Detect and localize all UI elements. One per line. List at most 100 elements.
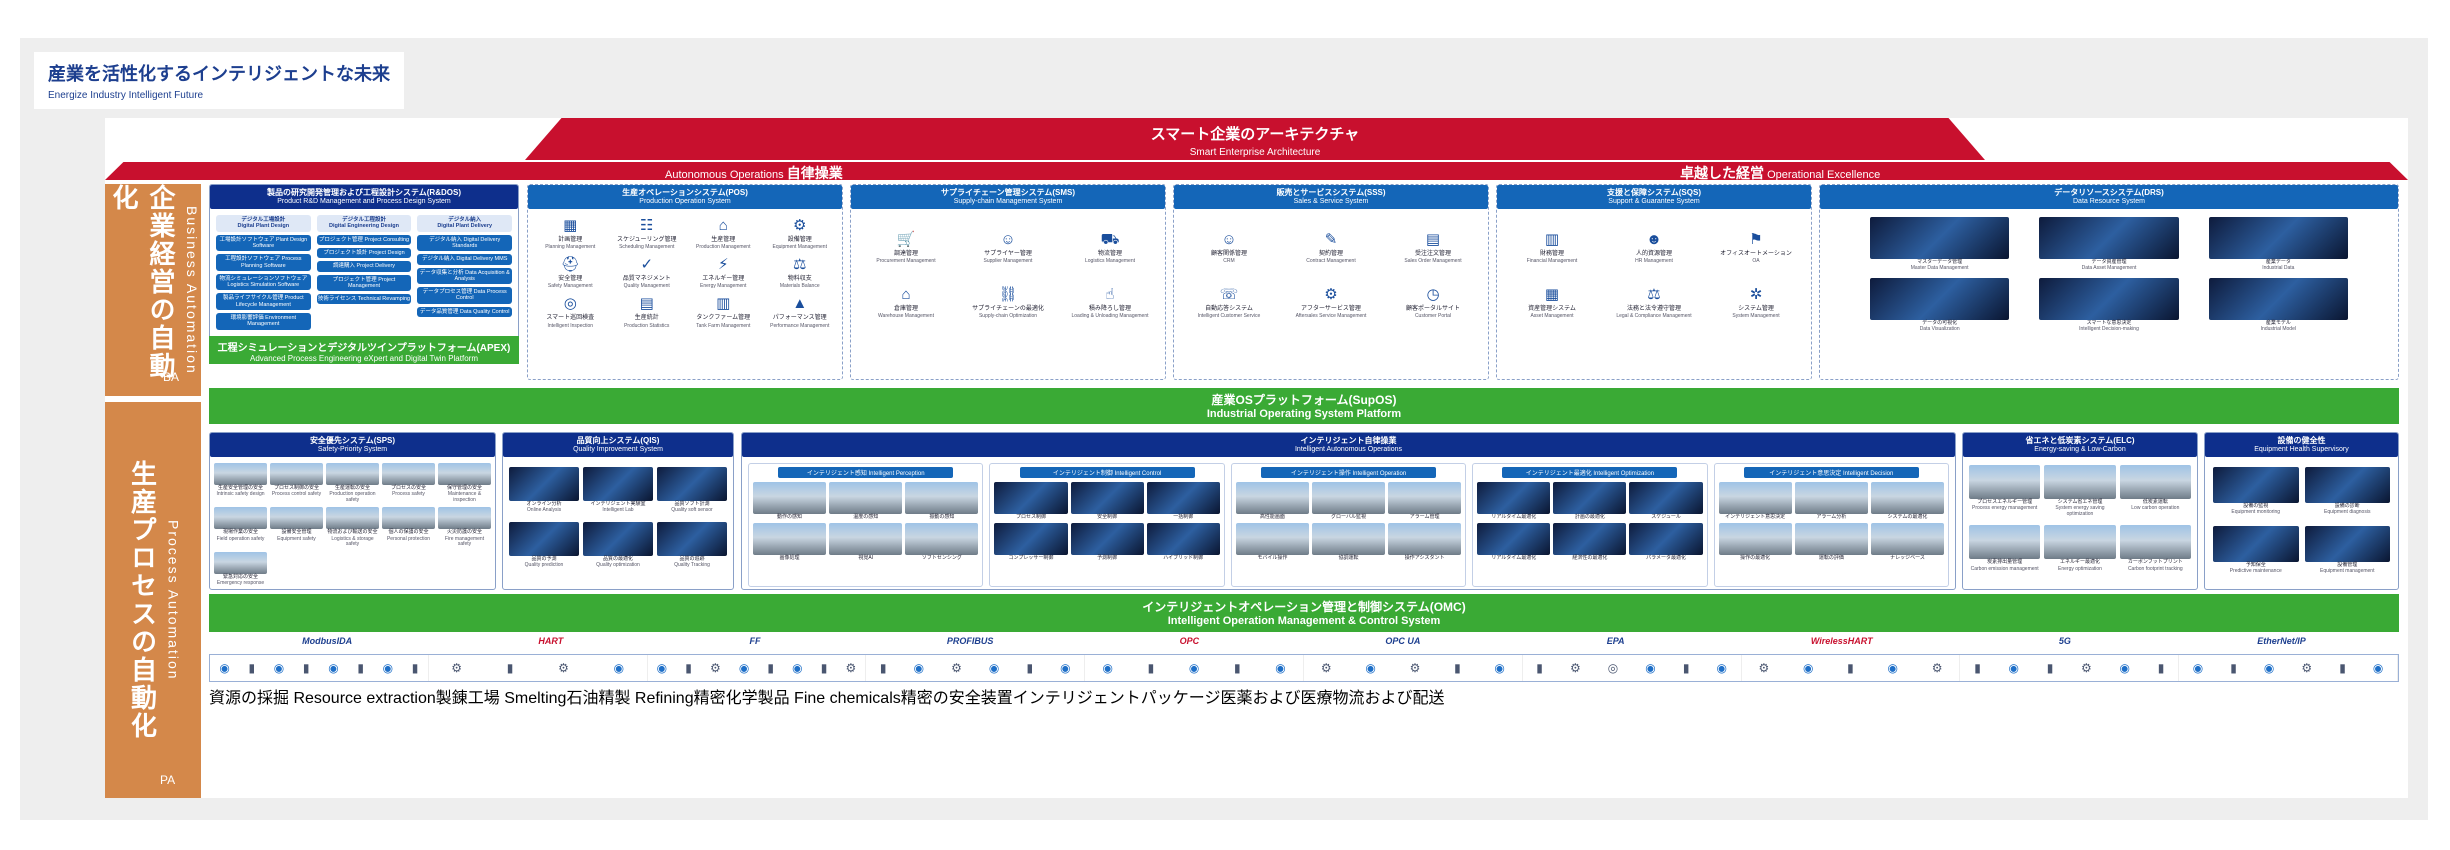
ias-item[interactable]: 経済性の最適化 [1553, 523, 1627, 562]
rdos-item[interactable]: 製品ライフサイクル管理 Product Lifecycle Management [216, 293, 311, 311]
rdos-item[interactable]: データ品質管理 Data Quality Control [417, 306, 513, 318]
ias-item[interactable]: パラメータ最適化 [1629, 523, 1703, 562]
ias-item[interactable]: 画像処理 [753, 523, 827, 562]
ias-item[interactable]: 一括制御 [1146, 481, 1220, 521]
rdos-item[interactable]: デジタル納入 Digital Delivery Standards [417, 234, 513, 252]
rdos-item[interactable]: 物流シミュレーションソフトウェア Logistics Simulation So… [216, 273, 311, 291]
rdos-item[interactable]: プロジェクト管理 Project Consulting [316, 234, 412, 245]
rdos-item[interactable]: 技術ライセンス Technical Revamping [316, 294, 412, 305]
ias-item[interactable]: プロセス制御 [994, 481, 1068, 521]
rdos-item[interactable]: 調達購入 Project Delivery [316, 261, 412, 272]
ias-item[interactable]: 高性能画面 [1235, 481, 1309, 521]
rdos-item[interactable]: データプロセス管理 Data Process Control [417, 287, 513, 304]
ias-item[interactable]: アラーム分析 [1794, 481, 1868, 521]
ias-item[interactable]: コンプレッサー制御 [994, 523, 1068, 562]
ias-item[interactable]: 操作アシスタント [1388, 523, 1462, 562]
rdos-item[interactable]: デジタル納入 Digital Delivery MMS [417, 254, 513, 265]
rdos-item[interactable]: データ収集と分析 Data Acquisition & Analysis [417, 267, 513, 285]
ias-item[interactable]: システムの最適化 [1870, 481, 1945, 521]
ias-item[interactable]: インテリジェント意思決定 [1718, 481, 1792, 521]
ias-item[interactable]: ソフトセンシング [905, 523, 979, 562]
ias-item[interactable]: 動作の感知 [753, 481, 827, 521]
ias-item[interactable]: モバイル操作 [1235, 523, 1309, 562]
ias-item[interactable]: 温度の感知 [829, 481, 903, 521]
ias-item[interactable]: 協調運転 [1311, 523, 1386, 562]
ias-item[interactable]: ハイブリッド制御 [1146, 523, 1220, 562]
rdos-item[interactable]: 工程設計ソフトウェア Process Planning Software [216, 254, 311, 271]
ias-item[interactable]: リアルタイム最適化 [1477, 523, 1551, 562]
ias-item[interactable]: 予測制御 [1070, 523, 1144, 562]
ias-item[interactable]: グローバル監視 [1311, 481, 1386, 521]
ias-item[interactable]: スケジュール [1629, 481, 1703, 521]
ias-item[interactable]: 計画の最適化 [1553, 481, 1627, 521]
ias-item[interactable]: ナレッジベース [1870, 523, 1945, 562]
rdos-item[interactable]: 工場設計ソフトウェア Plant Design Software [216, 234, 311, 252]
ias-item[interactable]: 振動の感知 [905, 481, 979, 521]
ias-item[interactable]: 操作の最適化 [1718, 523, 1792, 562]
ias-item[interactable]: 視覚AI [829, 523, 903, 562]
ias-item[interactable]: 運転の評価 [1794, 523, 1868, 562]
rdos-item[interactable]: プロジェクト管理 Project Management [316, 274, 412, 292]
rdos-item[interactable]: プロジェクト設計 Project Design [316, 247, 412, 259]
